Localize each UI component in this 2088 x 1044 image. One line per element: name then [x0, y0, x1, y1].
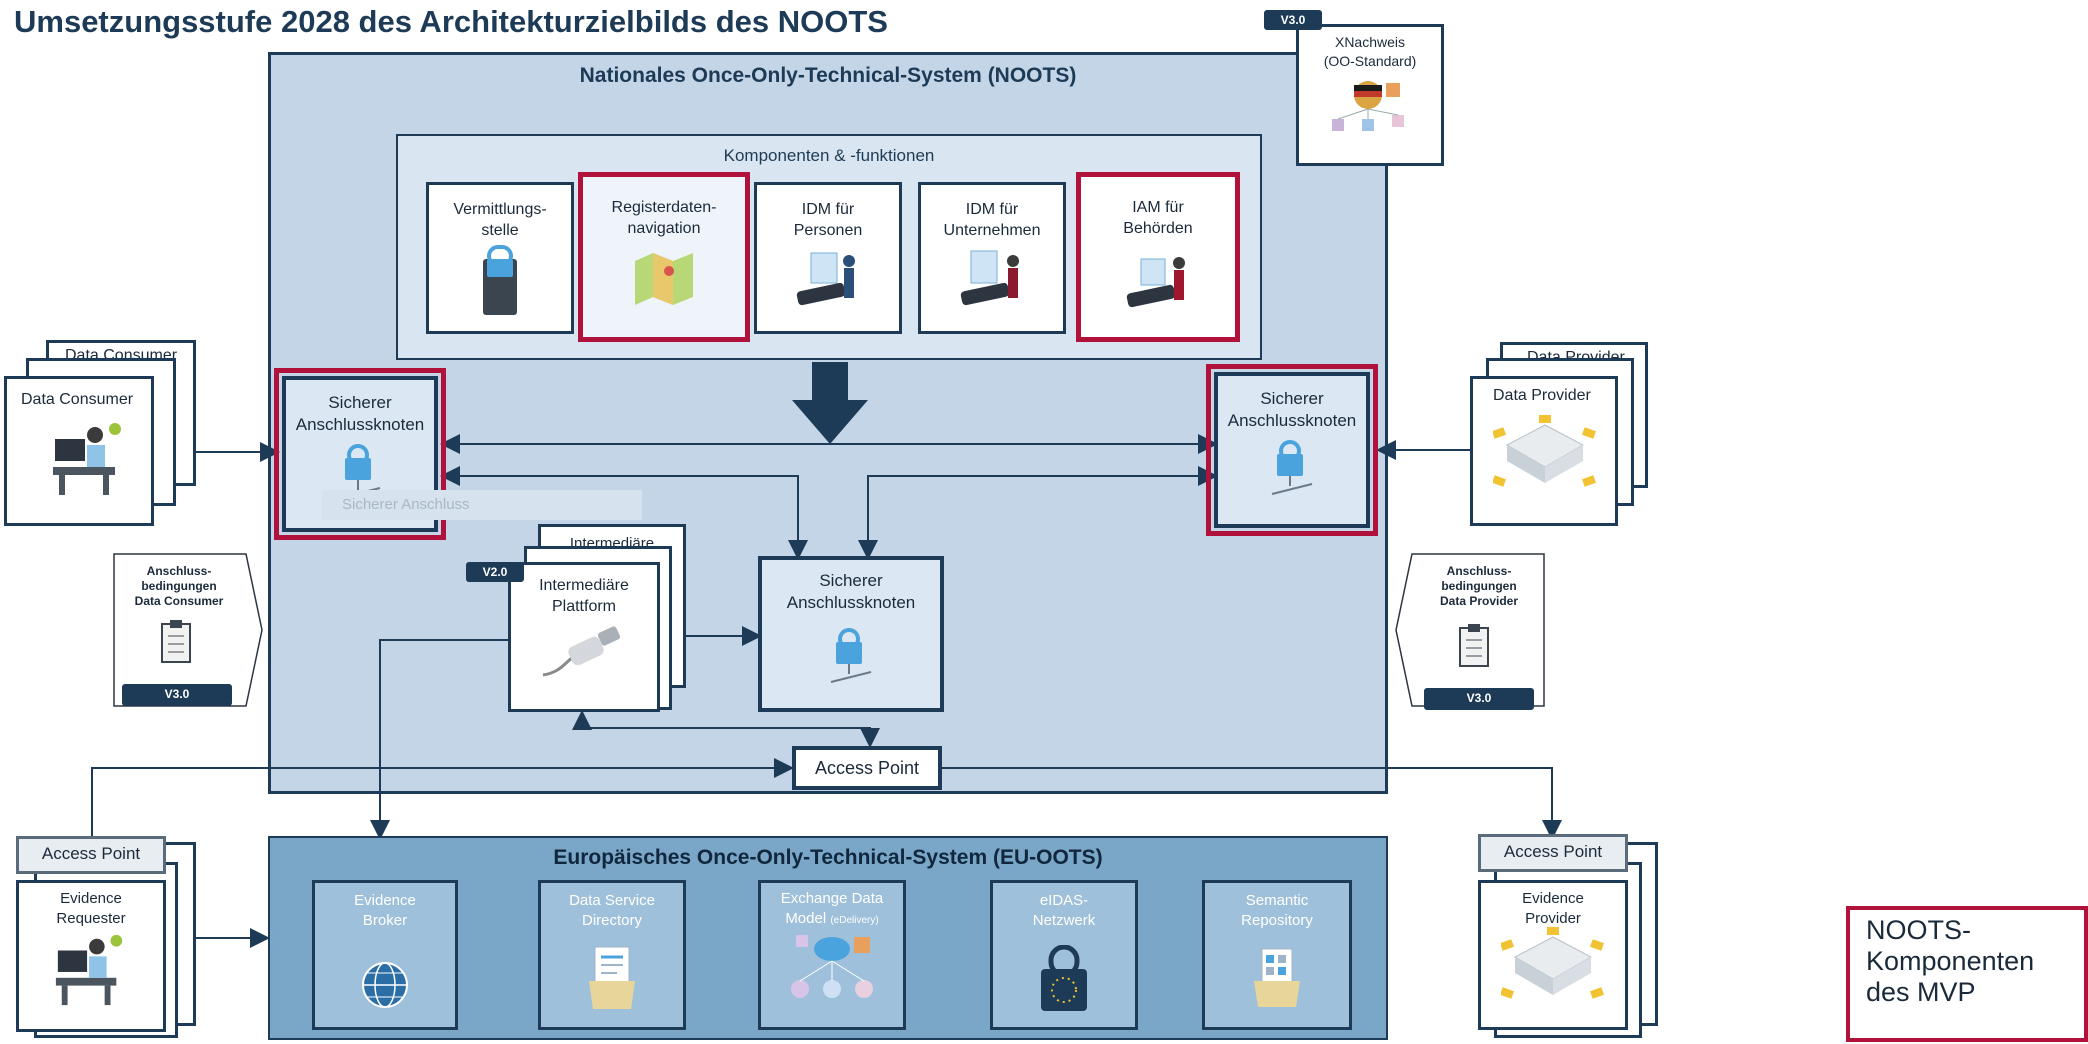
- legend-label: NOOTS- Komponenten des MVP: [1866, 915, 2035, 1007]
- intermediary-version-badge: V2.0: [466, 562, 524, 582]
- eu-lock-icon: [1041, 944, 1087, 1011]
- data-provider-label: Data Provider: [1493, 387, 1591, 404]
- noots-title: Nationales Once-Only-Technical-System (N…: [579, 64, 1077, 87]
- authority-device-icon: [1126, 257, 1185, 308]
- directory-folder-icon: [589, 946, 635, 1009]
- component-iam-behoerden[interactable]: IAM für Behörden: [1076, 172, 1240, 342]
- map-icon: [635, 253, 693, 305]
- cloud-network-icon: [1332, 81, 1404, 131]
- eu-component-evidence-broker[interactable]: Evidence Broker: [312, 880, 458, 1030]
- globe-icon: [362, 962, 408, 1008]
- intermediary-label: Intermediäre Plattform: [539, 577, 629, 615]
- exchange-data-model-label: Exchange Data Model: [780, 890, 884, 927]
- repository-folder-icon: [1254, 948, 1300, 1007]
- component-idm-unternehmen[interactable]: IDM für Unternehmen: [918, 182, 1066, 334]
- data-consumer-card[interactable]: Data Consumer: [4, 376, 154, 526]
- conditions-consumer-badge: V3.0: [122, 684, 232, 706]
- plug-icon: [542, 626, 621, 677]
- down-arrow-icon: [792, 362, 868, 444]
- legend-mvp-components: NOOTS- Komponenten des MVP: [1846, 906, 2088, 1042]
- component-idm-personen[interactable]: IDM für Personen: [754, 182, 902, 334]
- highlight-frame-left-node: [274, 368, 446, 540]
- highlight-frame-right-node: [1206, 364, 1378, 536]
- component-label: Registerdaten- navigation: [611, 199, 717, 237]
- component-label: Vermittlungs- stelle: [453, 201, 547, 239]
- building-network-icon: [1491, 415, 1597, 487]
- company-device-icon: [960, 250, 1019, 306]
- eu-component-label: Data Service Directory: [569, 892, 655, 929]
- xnachweis-version-badge: V3.0: [1264, 10, 1322, 30]
- evidence-requester-label: Evidence Requester: [56, 890, 126, 927]
- server-lock-icon: [483, 245, 517, 315]
- cloud-exchange-icon: [791, 935, 873, 998]
- data-provider-card[interactable]: Data Provider: [1470, 376, 1618, 526]
- noots-access-point[interactable]: Access Point: [792, 746, 942, 790]
- ghost-label: Sicherer Anschluss: [322, 490, 642, 520]
- exchange-data-model-sub: (eDelivery): [830, 915, 879, 926]
- eu-component-label: eIDAS- Netzwerk: [1032, 892, 1096, 929]
- xnachweis-card[interactable]: XNachweis (OO-Standard): [1296, 24, 1444, 166]
- eu-component-label: Exchange Data Model (eDelivery): [761, 889, 903, 931]
- conditions-consumer-label: Anschluss- bedingungen Data Consumer: [134, 564, 224, 608]
- intermediary-platform[interactable]: Intermediäre Plattform: [508, 562, 660, 712]
- workstation-person-icon: [53, 423, 121, 495]
- evidence-provider-card[interactable]: Evidence Provider: [1478, 880, 1628, 1030]
- person-device-icon: [796, 252, 855, 306]
- eu-component-semantic-repository[interactable]: Semantic Repository: [1202, 880, 1352, 1030]
- component-label: IDM für Personen: [793, 201, 863, 239]
- conditions-provider-badge: V3.0: [1424, 688, 1534, 710]
- building-network-icon: [1499, 927, 1605, 999]
- page-title: Umsetzungsstufe 2028 des Architekturziel…: [14, 4, 888, 39]
- right-access-point-tab[interactable]: Access Point: [1478, 834, 1628, 872]
- component-label: IDM für Unternehmen: [943, 201, 1041, 239]
- network-lock-icon: [1271, 440, 1313, 495]
- data-consumer-label: Data Consumer: [21, 391, 134, 408]
- component-label: IAM für Behörden: [1123, 199, 1193, 237]
- node-label: Sicherer Anschlussknoten: [1227, 389, 1357, 430]
- eu-component-data-service-directory[interactable]: Data Service Directory: [538, 880, 686, 1030]
- xnachweis-label: XNachweis (OO-Standard): [1323, 34, 1417, 69]
- conditions-provider-label: Anschluss- bedingungen Data Provider: [1439, 564, 1519, 608]
- node-label: Sicherer Anschlussknoten: [786, 571, 916, 612]
- checklist-icon: [161, 620, 191, 663]
- component-vermittlungsstelle[interactable]: Vermittlungs- stelle: [426, 182, 574, 334]
- components-title: Komponenten & -funktionen: [723, 146, 935, 165]
- secure-node-right[interactable]: Sicherer Anschlussknoten: [1214, 372, 1370, 528]
- left-access-point-tab[interactable]: Access Point: [16, 836, 166, 874]
- evidence-provider-label: Evidence Provider: [1522, 890, 1584, 927]
- eu-component-label: Evidence Broker: [354, 892, 416, 929]
- evidence-requester-card[interactable]: Evidence Requester: [16, 880, 166, 1032]
- network-lock-icon: [830, 628, 872, 683]
- component-registerdatennavigation[interactable]: Registerdaten- navigation: [578, 172, 750, 342]
- eu-component-eidas-netzwerk[interactable]: eIDAS- Netzwerk: [990, 880, 1138, 1030]
- workstation-person-icon: [55, 934, 123, 1006]
- eu-component-label: Semantic Repository: [1241, 892, 1313, 929]
- checklist-icon: [1459, 624, 1489, 667]
- eu-oots-title: Europäisches Once-Only-Technical-System …: [553, 846, 1103, 869]
- secure-node-center[interactable]: Sicherer Anschlussknoten: [758, 556, 944, 712]
- node-label: Sicherer Anschlussknoten: [295, 393, 425, 434]
- eu-component-exchange-data-model[interactable]: Exchange Data Model (eDelivery): [758, 880, 906, 1030]
